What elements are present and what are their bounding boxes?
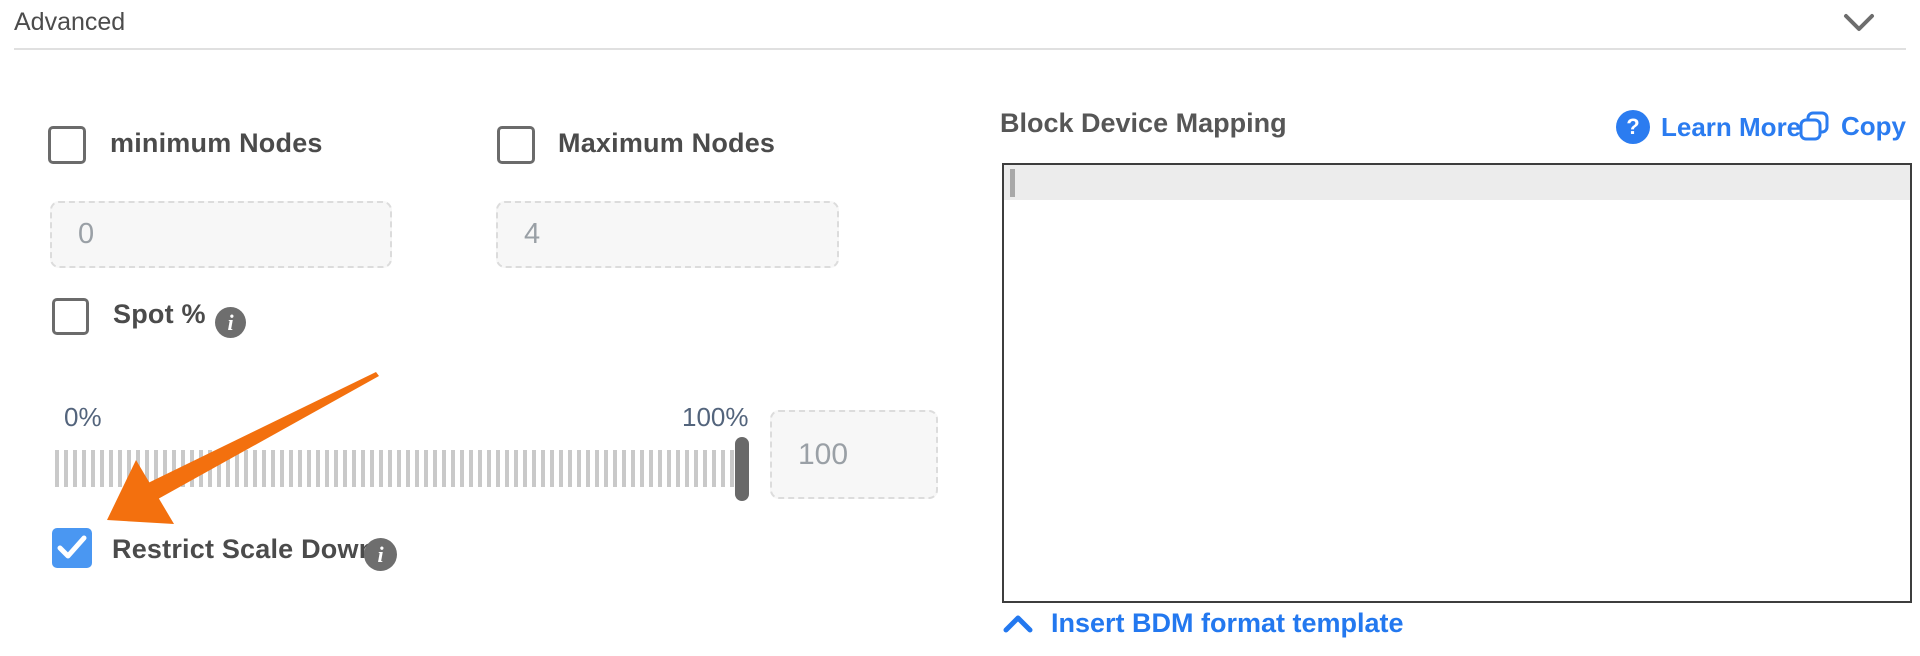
minimum-nodes-label: minimum Nodes	[110, 128, 323, 158]
block-device-mapping-title: Block Device Mapping	[1000, 108, 1287, 138]
copy-label: Copy	[1841, 110, 1906, 141]
block-device-mapping-editor[interactable]	[1002, 163, 1912, 603]
section-divider	[14, 48, 1906, 50]
slider-min-label: 0%	[64, 402, 102, 432]
spot-percent-slider-track[interactable]	[55, 450, 748, 487]
learn-more-label: Learn More	[1661, 111, 1802, 142]
maximum-nodes-label: Maximum Nodes	[558, 128, 776, 158]
maximum-nodes-checkbox[interactable]	[497, 126, 535, 164]
editor-active-line	[1004, 165, 1910, 200]
insert-bdm-template-label: Insert BDM format template	[1051, 608, 1404, 638]
minimum-nodes-checkbox[interactable]	[48, 126, 86, 164]
copy-button[interactable]: Copy	[1798, 110, 1906, 142]
copy-icon	[1799, 111, 1829, 141]
restrict-scale-down-info-icon[interactable]: i	[364, 538, 397, 571]
spot-percent-value-input[interactable]	[770, 410, 938, 499]
info-glyph: i	[377, 541, 384, 567]
chevron-down-icon[interactable]	[1843, 12, 1875, 34]
spot-percent-checkbox[interactable]	[52, 298, 89, 335]
question-glyph: ?	[1626, 114, 1640, 139]
slider-max-label: 100%	[682, 402, 749, 432]
checkmark-icon	[57, 535, 87, 559]
minimum-nodes-input[interactable]	[50, 201, 392, 268]
text-cursor	[1010, 169, 1015, 197]
spot-percent-label: Spot %	[113, 299, 206, 329]
learn-more-link[interactable]: ? Learn More	[1616, 110, 1801, 144]
spot-percent-slider-thumb[interactable]	[735, 437, 749, 501]
chevron-up-icon	[1003, 615, 1033, 632]
question-circle-icon: ?	[1616, 110, 1650, 144]
insert-bdm-template-link[interactable]: Insert BDM format template	[1003, 608, 1404, 639]
section-title: Advanced	[14, 8, 126, 36]
info-glyph: i	[227, 309, 234, 335]
maximum-nodes-input[interactable]	[496, 201, 839, 268]
spot-info-icon[interactable]: i	[215, 307, 246, 338]
restrict-scale-down-checkbox[interactable]	[52, 528, 92, 568]
restrict-scale-down-label: Restrict Scale Down	[112, 534, 376, 564]
